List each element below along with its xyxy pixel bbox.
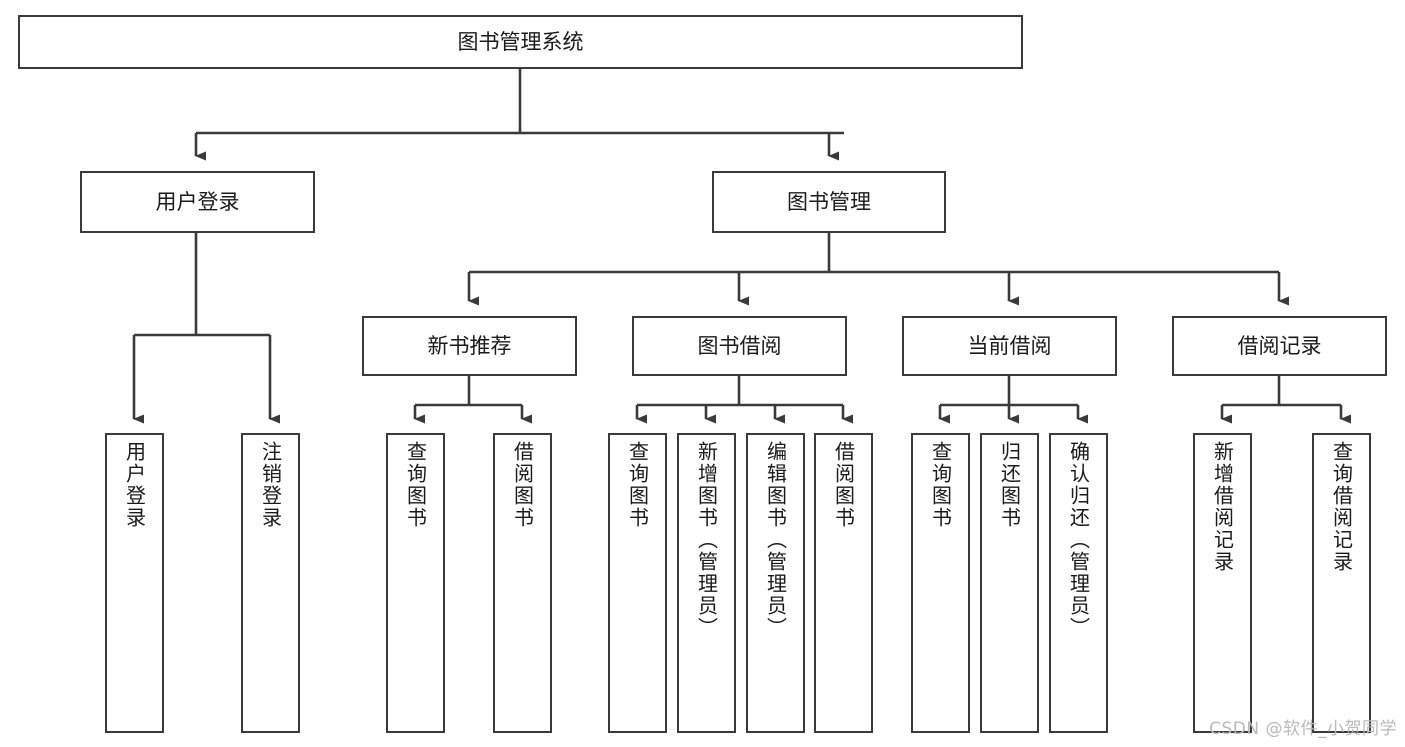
node-user-login[interactable]: 用户登录 <box>80 171 315 233</box>
node-label: 图书借阅 <box>697 333 782 358</box>
node-label: 查询图书 <box>403 441 428 529</box>
node-label: 新增图书（管理员） <box>694 441 719 639</box>
node-label: 归还图书 <box>997 441 1022 529</box>
node-label: 借阅记录 <box>1237 333 1322 358</box>
node-root-book-management-system[interactable]: 图书管理系统 <box>18 15 1023 69</box>
node-label: 借阅图书 <box>831 441 856 529</box>
node-label: 新增借阅记录 <box>1210 441 1235 573</box>
node-label: 用户登录 <box>122 441 147 529</box>
node-book-management[interactable]: 图书管理 <box>712 171 946 233</box>
node-label: 编辑图书（管理员） <box>763 441 788 639</box>
leaf-query-borrow-record[interactable]: 查询借阅记录 <box>1312 433 1371 733</box>
leaf-return-book[interactable]: 归还图书 <box>980 433 1039 733</box>
node-label: 查询图书 <box>625 441 650 529</box>
node-label: 当前借阅 <box>967 333 1052 358</box>
node-label: 图书管理系统 <box>457 29 584 54</box>
leaf-logout-login[interactable]: 注销登录 <box>241 433 300 733</box>
node-label: 查询图书 <box>928 441 953 529</box>
node-label: 新书推荐 <box>427 333 512 358</box>
node-label: 查询借阅记录 <box>1329 441 1354 573</box>
leaf-add-borrow-record[interactable]: 新增借阅记录 <box>1193 433 1252 733</box>
node-label: 借阅图书 <box>510 441 535 529</box>
node-new-book-recommend[interactable]: 新书推荐 <box>362 316 577 376</box>
leaf-query-book-borrow[interactable]: 查询图书 <box>608 433 667 733</box>
node-borrow-record[interactable]: 借阅记录 <box>1172 316 1387 376</box>
leaf-borrow-book-recommend[interactable]: 借阅图书 <box>493 433 552 733</box>
node-label: 用户登录 <box>155 189 240 214</box>
node-book-borrow[interactable]: 图书借阅 <box>632 316 847 376</box>
leaf-query-book-current[interactable]: 查询图书 <box>911 433 970 733</box>
leaf-borrow-book[interactable]: 借阅图书 <box>814 433 873 733</box>
watermark-text: CSDN @软件_小贺同学 <box>1209 719 1397 739</box>
leaf-add-book-admin[interactable]: 新增图书（管理员） <box>677 433 736 733</box>
leaf-query-book-recommend[interactable]: 查询图书 <box>386 433 445 733</box>
node-label: 确认归还（管理员） <box>1066 441 1091 639</box>
node-current-borrow[interactable]: 当前借阅 <box>902 316 1117 376</box>
leaf-edit-book-admin[interactable]: 编辑图书（管理员） <box>746 433 805 733</box>
leaf-user-login[interactable]: 用户登录 <box>105 433 164 733</box>
node-label: 注销登录 <box>258 441 283 529</box>
leaf-confirm-return-admin[interactable]: 确认归还（管理员） <box>1049 433 1108 733</box>
node-label: 图书管理 <box>787 189 871 214</box>
